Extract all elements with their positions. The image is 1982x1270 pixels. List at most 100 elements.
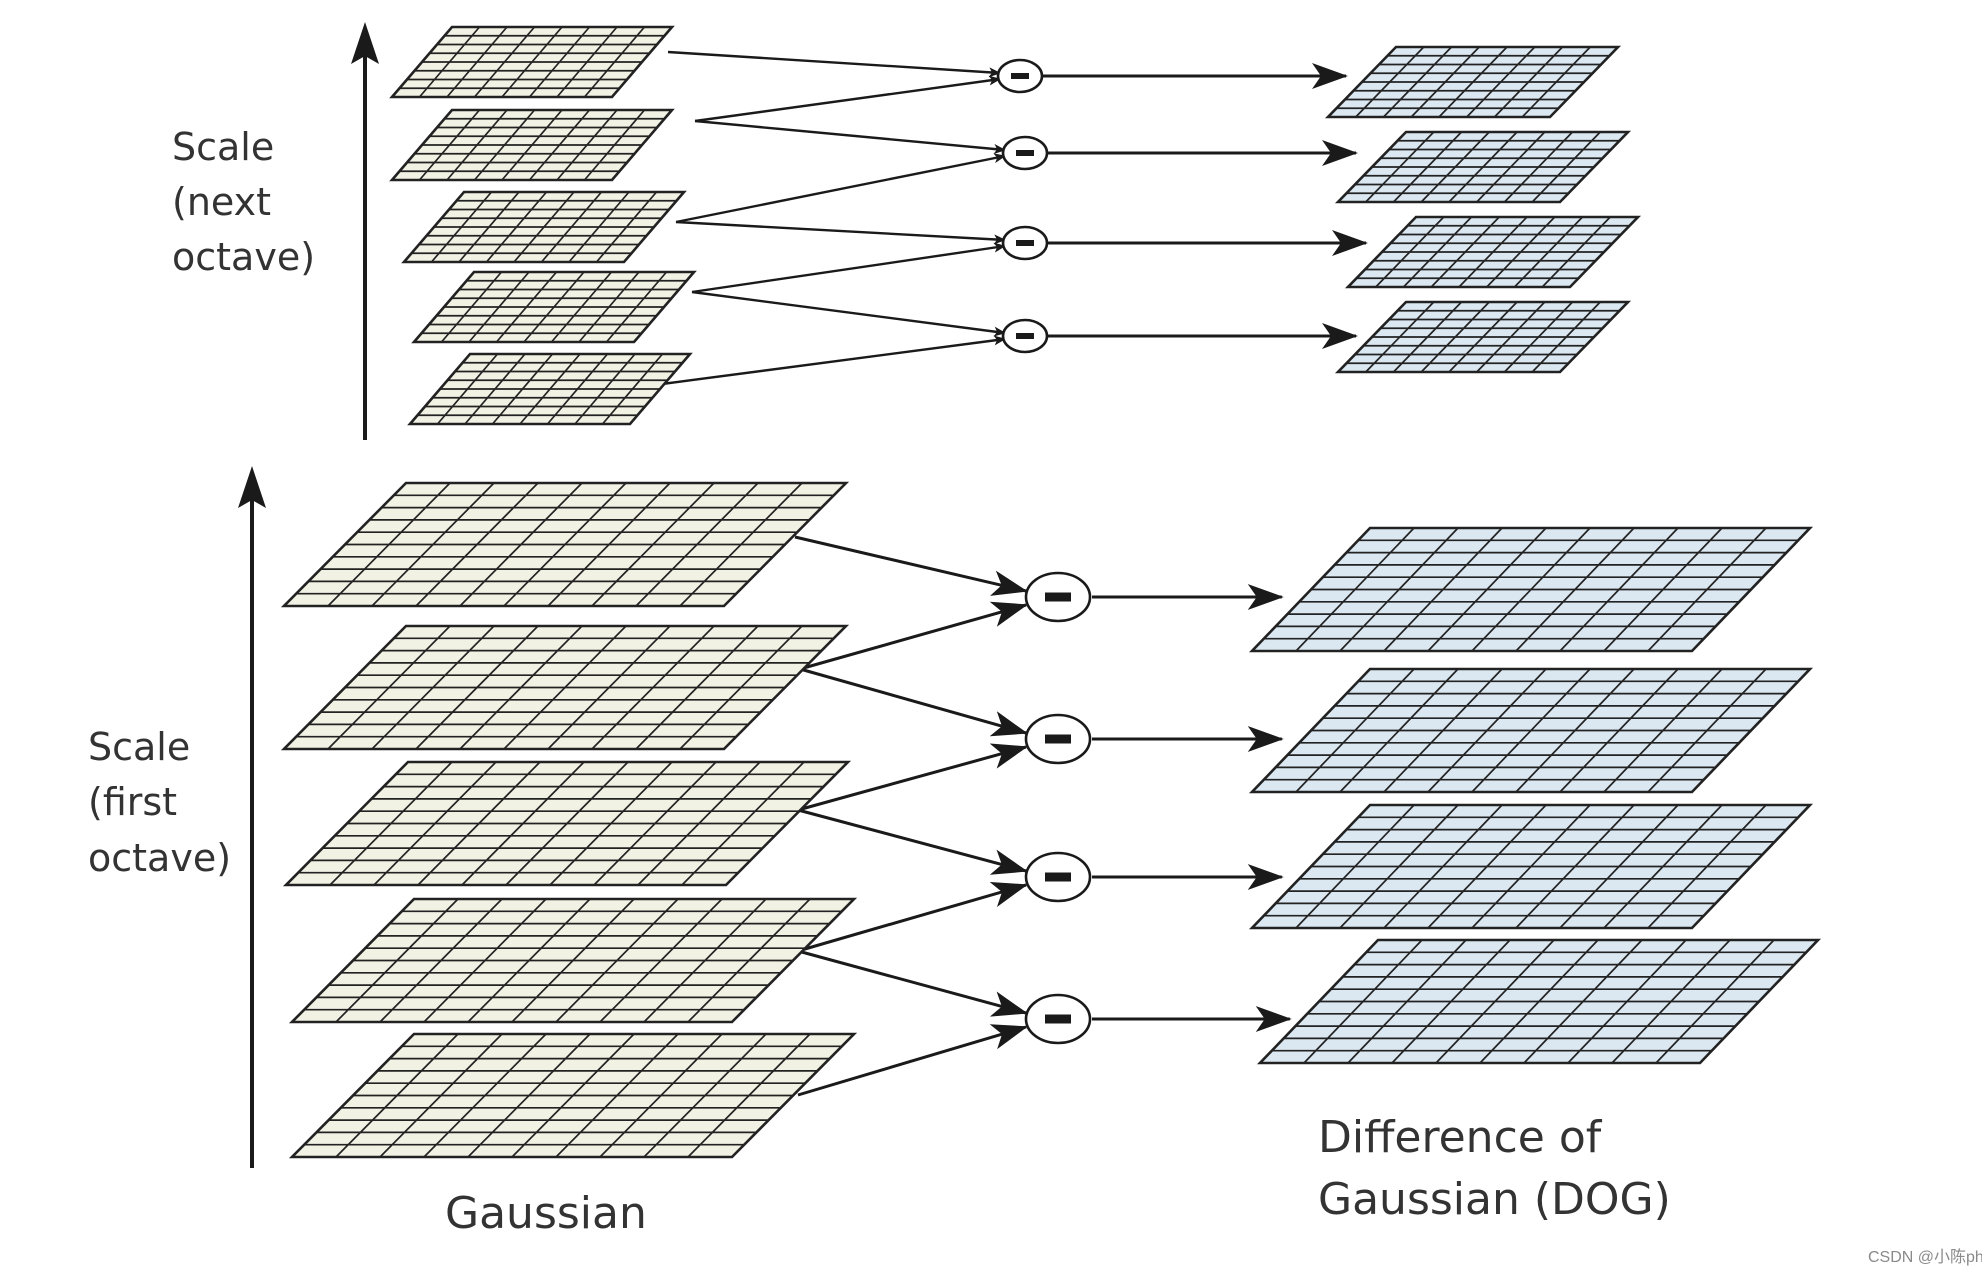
first-gaussian-layer-1 bbox=[280, 481, 850, 608]
operators-layer bbox=[996, 58, 1092, 1045]
first-gaussian-layer-4 bbox=[288, 897, 858, 1024]
next-dog-layer-2-col-line bbox=[1448, 131, 1518, 203]
scale-next-octave-label: Scale (next octave) bbox=[172, 125, 315, 279]
dog-label: Difference of Gaussian (DOG) bbox=[1318, 1112, 1671, 1225]
next-dog-layer-4-col-line bbox=[1531, 301, 1601, 373]
next-dog-layer-3-col-line bbox=[1541, 216, 1611, 288]
first-dog-layer-1 bbox=[1248, 526, 1814, 653]
next-input-arrow-2a bbox=[694, 119, 1006, 154]
first-input-arrow-4b bbox=[797, 1024, 1028, 1097]
next-gaussian-layer-2 bbox=[389, 108, 675, 182]
next-gaussian-layer-5-col-line bbox=[601, 353, 664, 425]
first-dog-layer-2-col-line bbox=[1647, 668, 1767, 793]
first-gaussian-layer-3-col-line bbox=[637, 761, 761, 886]
next-gaussian-layer-4-col-line bbox=[578, 271, 640, 343]
first-subtract-node-4-minus-sign bbox=[1045, 1014, 1071, 1024]
first-subtract-node-3-minus-sign bbox=[1045, 872, 1071, 882]
next-gaussian-layer-1-col-line bbox=[528, 26, 591, 98]
first-dog-layer-2 bbox=[1248, 667, 1814, 794]
next-input-arrow-2b bbox=[675, 153, 1006, 224]
first-gaussian-layer-2-col-line bbox=[679, 625, 803, 750]
next-gaussian-layer-1-col-line bbox=[556, 26, 618, 98]
first-dog-layer-3-col-line bbox=[1647, 804, 1767, 929]
next-dog-layer-2-col-line bbox=[1503, 131, 1574, 203]
first-dog-layer-1-col-line bbox=[1471, 527, 1591, 652]
first-dog-layer-2-col-line bbox=[1471, 668, 1591, 793]
scale-first-octave-label: Scale (first octave) bbox=[88, 725, 231, 880]
next-dog-layer-2-col-line bbox=[1531, 131, 1601, 203]
first-input-arrow-1a bbox=[794, 535, 1028, 596]
next-gaussian-layer-2-col-line bbox=[583, 109, 646, 181]
first-gaussian-layer-4-col-line bbox=[687, 898, 811, 1023]
next-gaussian-layer-3-col-line bbox=[540, 191, 603, 263]
first-gaussian-layer-3-col-line bbox=[681, 761, 805, 886]
first-dog-layer-3-col-line bbox=[1471, 804, 1591, 929]
first-dog-layer-4-col-line bbox=[1523, 939, 1643, 1064]
first-gaussian-layer-4-col-line bbox=[643, 898, 767, 1023]
scale-next-line-3: octave) bbox=[172, 235, 315, 279]
next-dog-layer-4-col-line bbox=[1448, 301, 1518, 373]
next-dog-layer-4-col-line bbox=[1476, 301, 1546, 373]
next-gaussian-layer-4-col-line bbox=[523, 271, 585, 343]
next-gaussian-layer-1-col-line bbox=[501, 26, 563, 98]
first-input-arrow-2a bbox=[799, 667, 1028, 737]
first-gaussian-layer-1-col-line bbox=[547, 482, 671, 607]
first-input-arrow-3b bbox=[797, 881, 1028, 953]
first-gaussian-layer-5-col-line bbox=[599, 1033, 723, 1158]
first-dog-layer-3-col-line bbox=[1603, 804, 1723, 929]
first-gaussian-layer-5-col-line bbox=[643, 1033, 767, 1158]
next-gaussian-layer-2-col-line bbox=[501, 109, 563, 181]
next-gaussian-layer-3 bbox=[401, 190, 687, 264]
first-gaussian-layer-1-col-line bbox=[591, 482, 715, 607]
first-gaussian-layer-4-col-line bbox=[555, 898, 679, 1023]
next-dog-layer-3-col-line bbox=[1458, 216, 1528, 288]
scale-first-line-2: (first bbox=[88, 780, 177, 824]
first-gaussian-layer-5-col-line bbox=[687, 1033, 811, 1158]
next-dog-layer-1-col-line bbox=[1466, 46, 1536, 118]
first-gaussian-layer-5-col-line bbox=[511, 1033, 635, 1158]
next-dog-layer-1-col-line bbox=[1438, 46, 1508, 118]
scale-next-line-2: (next bbox=[172, 180, 271, 224]
first-gaussian-layer-3-col-line bbox=[549, 761, 673, 886]
first-subtract-node-3 bbox=[1024, 851, 1092, 903]
first-input-arrow-3a bbox=[797, 808, 1028, 875]
scale-next-line-1: Scale bbox=[172, 125, 274, 169]
first-gaussian-layer-2-col-line bbox=[635, 625, 759, 750]
first-input-arrow-1b bbox=[799, 601, 1028, 671]
next-dog-layer-4 bbox=[1334, 300, 1632, 374]
first-gaussian-layer-2-col-line bbox=[547, 625, 671, 750]
next-gaussian-layer-3-col-line bbox=[595, 191, 658, 263]
first-subtract-node-1 bbox=[1024, 571, 1092, 623]
first-input-arrow-4a bbox=[797, 949, 1028, 1017]
first-dog-layer-1-col-line bbox=[1515, 527, 1635, 652]
next-gaussian-layer-4 bbox=[411, 270, 697, 344]
first-dog-layer-2-col-line bbox=[1559, 668, 1679, 793]
first-subtract-node-4 bbox=[1024, 993, 1092, 1045]
first-gaussian-layer-3-col-line bbox=[505, 761, 629, 886]
next-gaussian-layer-4-col-line bbox=[605, 271, 668, 343]
first-dog-layer-4-col-line bbox=[1479, 939, 1599, 1064]
next-gaussian-layer-2-col-line bbox=[528, 109, 591, 181]
first-gaussian-layer-2-col-line bbox=[591, 625, 715, 750]
first-gaussian-layer-4-col-line bbox=[511, 898, 635, 1023]
next-input-arrow-4b bbox=[661, 335, 1006, 386]
next-input-arrow-1a bbox=[667, 50, 1001, 78]
first-gaussian-layer-2-col-line bbox=[503, 625, 627, 750]
next-gaussian-layer-3-col-line bbox=[568, 191, 630, 263]
first-subtract-node-2 bbox=[1024, 713, 1092, 765]
next-dog-layer-3 bbox=[1344, 215, 1642, 289]
first-gaussian-layer-1-col-line bbox=[635, 482, 759, 607]
first-dog-layer-1-col-line bbox=[1647, 527, 1767, 652]
first-dog-layer-4-col-line bbox=[1655, 939, 1775, 1064]
next-subtract-node-2 bbox=[1001, 135, 1049, 171]
next-dog-layer-1 bbox=[1324, 45, 1622, 119]
next-gaussian-layer-5-col-line bbox=[574, 353, 636, 425]
first-gaussian-layer-3-col-line bbox=[593, 761, 717, 886]
next-subtract-node-3 bbox=[1001, 225, 1049, 261]
next-gaussian-layer-4-col-line bbox=[550, 271, 613, 343]
first-dog-layer-4-col-line bbox=[1567, 939, 1687, 1064]
next-gaussian-layer-2-col-line bbox=[556, 109, 618, 181]
grids-layer bbox=[280, 25, 1822, 1159]
next-input-arrow-3a bbox=[675, 220, 1006, 245]
